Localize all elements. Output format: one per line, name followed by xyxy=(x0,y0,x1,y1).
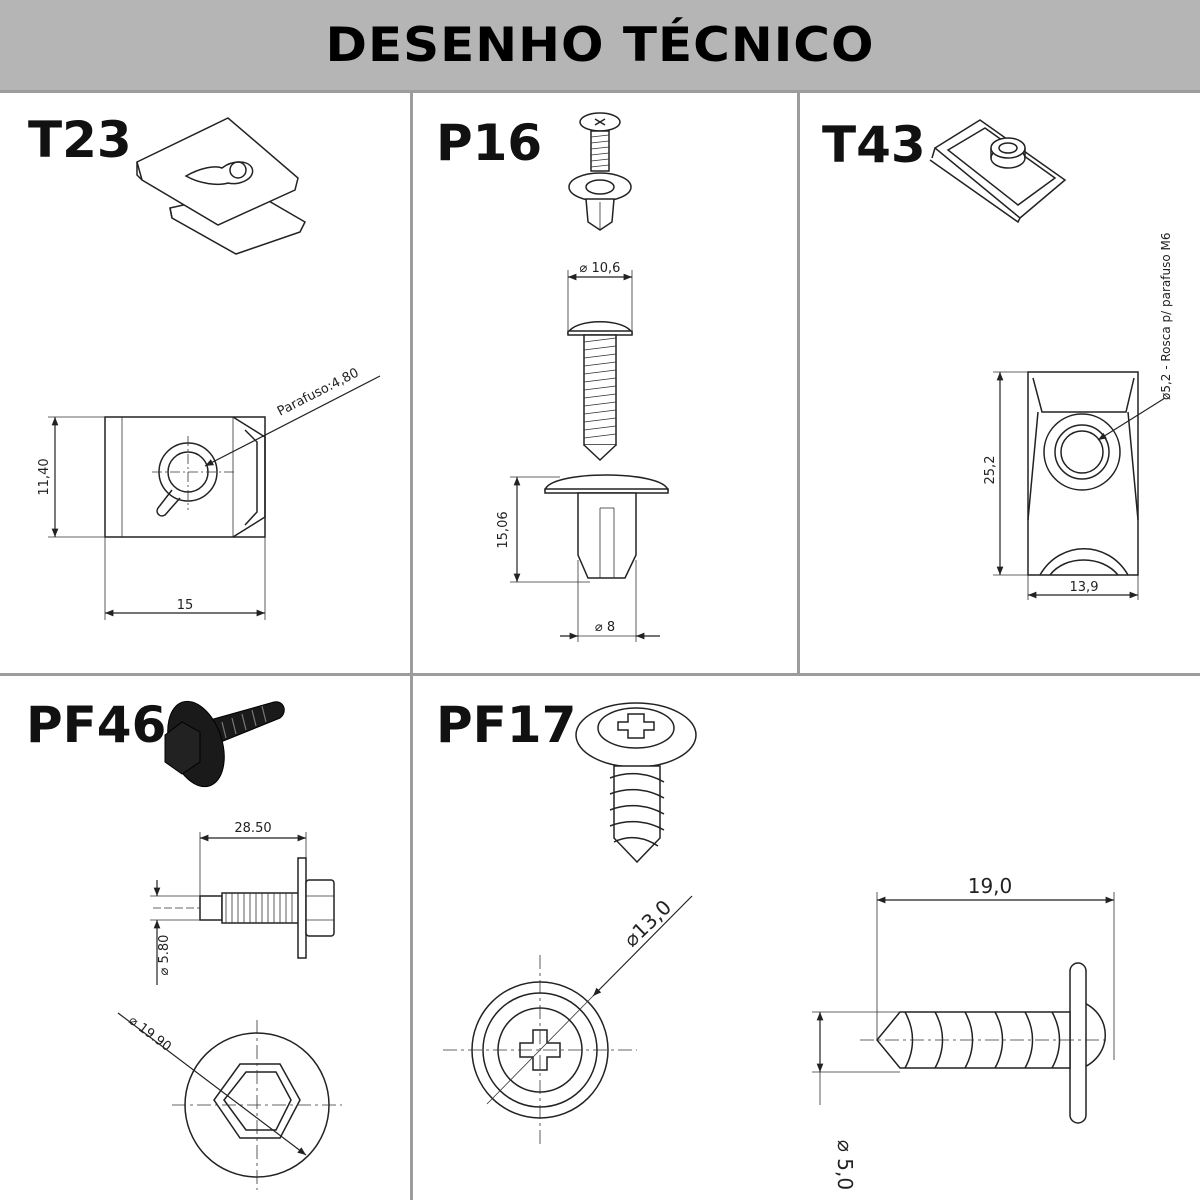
p16-dim-shank: ⌀ 8 xyxy=(595,620,615,635)
panel-p16: P16 ⌀ 10,6 xyxy=(436,112,670,642)
pf46-dim-length: 28.50 xyxy=(234,821,271,836)
push-rivet-icon xyxy=(568,112,632,231)
t43-note: ø5,2 - Rosca p/ parafuso M6 xyxy=(1159,232,1173,400)
t43-dim-width: 13,9 xyxy=(1070,580,1099,595)
pf46-side-view xyxy=(153,857,335,959)
pf17-code: PF17 xyxy=(436,696,576,754)
p16-dim-height: 15,06 xyxy=(496,511,511,548)
t23-dim-width: 15 xyxy=(177,598,194,613)
t43-dim-height: 25,2 xyxy=(983,456,998,485)
panel-pf17: PF17 ⌀13,0 xyxy=(436,696,1115,1190)
pf46-dim-washer: ⌀ 19.90 xyxy=(126,1013,174,1055)
page-title: DESENHO TÉCNICO xyxy=(325,17,875,73)
pf46-code: PF46 xyxy=(26,696,166,754)
p16-code: P16 xyxy=(436,114,542,172)
clip-nut-icon xyxy=(136,117,306,255)
divider-v1-top xyxy=(410,93,413,673)
t43-front-view xyxy=(1027,371,1166,576)
t43-code: T43 xyxy=(822,116,926,174)
u-nut-icon xyxy=(929,119,1067,224)
p16-screw-view xyxy=(566,321,634,462)
hex-flange-bolt-icon xyxy=(164,700,285,788)
pf17-dim-head: ⌀13,0 xyxy=(619,895,676,952)
t23-dim-height: 11,40 xyxy=(37,458,52,495)
panel-t43: T43 ø5,2 - Rosca p/ parafuso M6 xyxy=(822,116,1173,600)
divider-top xyxy=(0,90,1200,93)
p16-rivet-view xyxy=(544,474,670,579)
divider-v2-top xyxy=(797,93,800,673)
pf17-dim-thread: ⌀ 5,0 xyxy=(833,1140,857,1190)
divider-middle xyxy=(0,673,1200,676)
pf46-top-view xyxy=(117,1012,342,1190)
t23-code: T23 xyxy=(28,111,132,169)
pf46-dim-thread: ⌀ 5.80 xyxy=(157,935,172,976)
panel-pf46: PF46 28.50 ⌀ 5.80 xyxy=(26,696,342,1190)
t23-front-view xyxy=(104,375,381,538)
washer-head-screw-icon xyxy=(575,702,697,864)
pf17-dim-length: 19,0 xyxy=(968,874,1013,898)
header-bar: DESENHO TÉCNICO xyxy=(0,0,1200,90)
pf17-top-view xyxy=(443,895,693,1145)
p16-dim-head: ⌀ 10,6 xyxy=(580,261,621,276)
pf17-side-view xyxy=(860,962,1110,1124)
divider-v1-bottom xyxy=(410,676,413,1200)
panel-t23: T23 Parafuso:4,80 xyxy=(28,111,381,620)
